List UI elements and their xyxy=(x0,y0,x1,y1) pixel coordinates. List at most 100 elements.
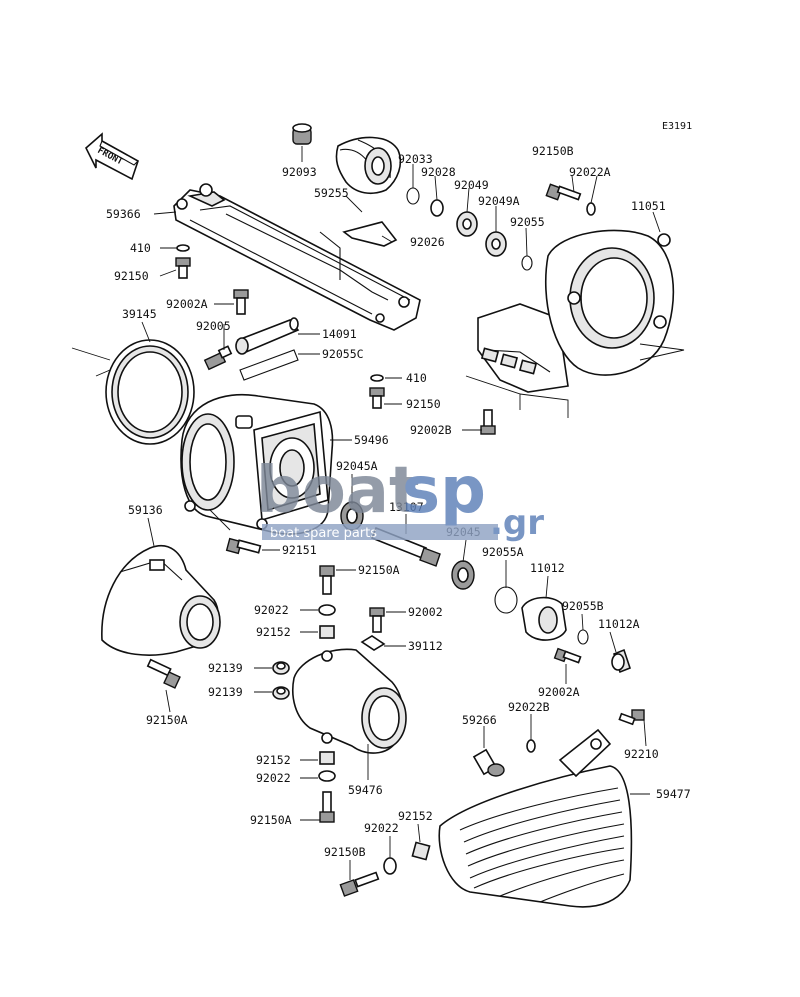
watermark-accent: sp xyxy=(402,454,486,528)
seal-92049a-part xyxy=(485,231,507,257)
bolt-92002b-part xyxy=(480,409,496,435)
seal-92049-part xyxy=(456,211,478,237)
callout-label: 11051 xyxy=(631,199,666,213)
callout-label: 59476 xyxy=(348,783,383,797)
callout-label: 92152 xyxy=(398,809,433,823)
bolt-92150-part xyxy=(175,257,191,279)
front-arrow-icon: FRONT xyxy=(85,132,139,181)
callout-label: 92049 xyxy=(454,178,489,192)
bolt-92150b-part xyxy=(545,183,582,201)
callout-label: 92152 xyxy=(256,753,291,767)
gasket-92055c-part xyxy=(239,349,299,381)
clip-39112-part xyxy=(360,635,386,651)
callout-label: 92026 xyxy=(410,235,445,249)
cap-11012-part xyxy=(521,596,567,641)
callout-label: 92002B xyxy=(410,423,452,437)
callout-label: 92150B xyxy=(532,144,574,158)
washer-92022-bottom-part xyxy=(383,857,397,875)
callout-labels: 92093 92033 92028 92049 92049A 92055 921… xyxy=(106,144,691,859)
watermark-tagline: boat spare parts xyxy=(270,526,377,541)
washer-92022b-part xyxy=(526,739,536,753)
bearing-92045a-part xyxy=(340,501,364,531)
bolt-92150a-left-part xyxy=(146,658,181,689)
callout-label: 92045A xyxy=(336,459,378,473)
diagram-code: E3191 xyxy=(662,121,692,132)
callout-label: 92005 xyxy=(196,319,231,333)
callout-label: 92150A xyxy=(250,813,292,827)
bushing-92139-a-part xyxy=(272,661,290,675)
collar-92152-upper-part xyxy=(319,625,335,639)
callout-label: 39145 xyxy=(122,307,157,321)
oring-92055-part xyxy=(521,255,533,271)
callout-label: 92152 xyxy=(256,625,291,639)
callout-label: 92022 xyxy=(364,821,399,835)
callout-label: 92028 xyxy=(421,165,456,179)
bolt-92002a-lower-part xyxy=(553,647,582,664)
ring-39145-part xyxy=(105,339,195,445)
callout-label: 39112 xyxy=(408,639,443,653)
washer-92022-upper-part xyxy=(318,604,336,616)
fitting-92005-part xyxy=(203,345,233,371)
callout-label: 59477 xyxy=(656,787,691,801)
fitting-59266-part xyxy=(472,748,505,777)
bolt-92151-part xyxy=(225,537,262,555)
callout-label: 92093 xyxy=(282,165,317,179)
callout-label: 92139 xyxy=(208,661,243,675)
callout-label: 11012 xyxy=(530,561,565,575)
oring-92055b-part xyxy=(577,629,589,645)
callout-label: 92150 xyxy=(114,269,149,283)
pump-case-part xyxy=(477,229,675,393)
callout-label: 92049A xyxy=(478,194,520,208)
circlip-92033-part xyxy=(406,187,420,205)
callout-label: 92150 xyxy=(406,397,441,411)
callout-label: 410 xyxy=(406,371,427,385)
collar-92152-bottom-part xyxy=(411,841,431,861)
pump-body-part xyxy=(180,393,334,535)
callout-label: 59255 xyxy=(314,186,349,200)
callout-label: 13107 xyxy=(389,500,424,514)
cover-14091-part xyxy=(235,317,300,355)
watermark-logo: boat sp .gr boat spare parts xyxy=(256,454,544,543)
callout-label: 92022 xyxy=(256,771,291,785)
bolt-92150b-bottom-part xyxy=(339,871,380,897)
callout-label: 92151 xyxy=(282,543,317,557)
callout-label: 92150A xyxy=(146,713,188,727)
callout-label: 92033 xyxy=(398,152,433,166)
bushing-92139-b-part xyxy=(272,686,290,700)
bolt-92002-part xyxy=(369,607,385,633)
washer-410-part xyxy=(176,244,190,252)
cover-59477-part xyxy=(438,728,633,908)
callout-label: 410 xyxy=(130,241,151,255)
impeller-part xyxy=(335,136,402,195)
callout-label: 92055A xyxy=(482,545,524,559)
callout-label: 92055C xyxy=(322,347,364,361)
watermark-tld: .gr xyxy=(490,503,544,543)
callout-label: 92150A xyxy=(358,563,400,577)
washer-92022-lower-part xyxy=(318,770,336,782)
callout-label: 92139 xyxy=(208,685,243,699)
steering-nozzle-59476-part xyxy=(292,648,407,754)
callout-label: 92002A xyxy=(166,297,208,311)
washer-92022a-part xyxy=(586,202,596,216)
bolt-92210-part xyxy=(618,709,645,726)
leader-lines xyxy=(71,146,685,880)
callout-label: 59136 xyxy=(128,503,163,517)
bolt-92150a-lower-part xyxy=(319,791,335,823)
bearing-92045-part xyxy=(451,560,475,590)
callout-label: 92022 xyxy=(254,603,289,617)
watermark-main: boat xyxy=(256,454,420,528)
ride-plate-part xyxy=(173,183,421,331)
callout-label: 11012A xyxy=(598,617,640,631)
bolt-92002a-part xyxy=(233,289,249,315)
collar-92152-lower-part xyxy=(319,751,335,765)
callout-label: 92002A xyxy=(538,685,580,699)
callout-label: 92055 xyxy=(510,215,545,229)
callout-label: 92022B xyxy=(508,700,550,714)
cap-92093-part xyxy=(292,123,312,145)
bolt-92150b2-part xyxy=(369,387,385,409)
washer-410b-part xyxy=(370,374,384,382)
nozzle-59136-part xyxy=(101,545,221,656)
oring-92055a-part xyxy=(494,586,518,614)
callout-label: 92150B xyxy=(324,845,366,859)
